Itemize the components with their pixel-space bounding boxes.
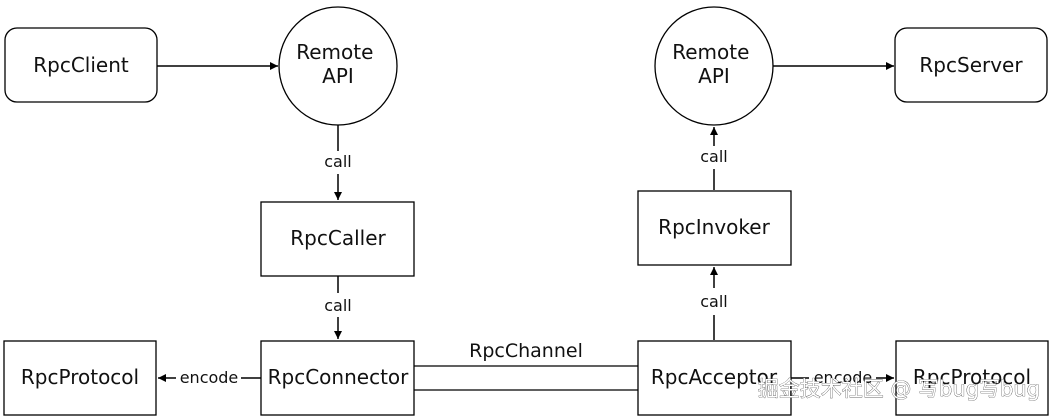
edge-label-call-1: call — [324, 152, 352, 171]
edge-label-call-3: call — [700, 147, 728, 166]
rpc-connector-label: RpcConnector — [268, 365, 410, 389]
edge-label-encode-right: encode — [814, 368, 873, 387]
rpc-client-label: RpcClient — [33, 53, 129, 77]
rpc-invoker-label: RpcInvoker — [658, 215, 770, 239]
remote-api-right-node: Remote API — [654, 6, 774, 126]
rpc-protocol-left-label: RpcProtocol — [21, 365, 139, 389]
rpc-caller-label: RpcCaller — [290, 226, 386, 250]
remote-api-right-line1: Remote — [672, 40, 749, 64]
edge-label-call-2: call — [324, 296, 352, 315]
rpc-protocol-right-label: RpcProtocol — [913, 365, 1031, 389]
rpc-protocol-left-node: RpcProtocol — [3, 340, 157, 416]
rpc-caller-node: RpcCaller — [260, 201, 415, 277]
remote-api-left-line1: Remote — [296, 40, 373, 64]
rpc-server-label: RpcServer — [919, 53, 1023, 77]
rpc-invoker-node: RpcInvoker — [637, 190, 792, 266]
edge-label-encode-left: encode — [180, 368, 239, 387]
remote-api-left-label: Remote API — [296, 40, 380, 88]
watermark: 掘金技术社区 @ 写bug写bug — [758, 377, 1040, 401]
edge-label-call-4: call — [700, 292, 728, 311]
rpc-connector-node: RpcConnector — [260, 340, 415, 416]
rpc-channel: RpcChannel — [414, 340, 638, 391]
rpc-channel-label: RpcChannel — [469, 340, 583, 362]
rpc-protocol-right-node: RpcProtocol — [895, 340, 1049, 416]
rpc-server-node: RpcServer — [894, 27, 1048, 103]
rpc-acceptor-label: RpcAcceptor — [651, 365, 778, 389]
remote-api-right-label: Remote API — [672, 40, 756, 88]
rpc-client-node: RpcClient — [4, 27, 158, 103]
remote-api-left-line2: API — [322, 64, 354, 88]
remote-api-right-line2: API — [698, 64, 730, 88]
remote-api-left-node: Remote API — [278, 6, 398, 126]
